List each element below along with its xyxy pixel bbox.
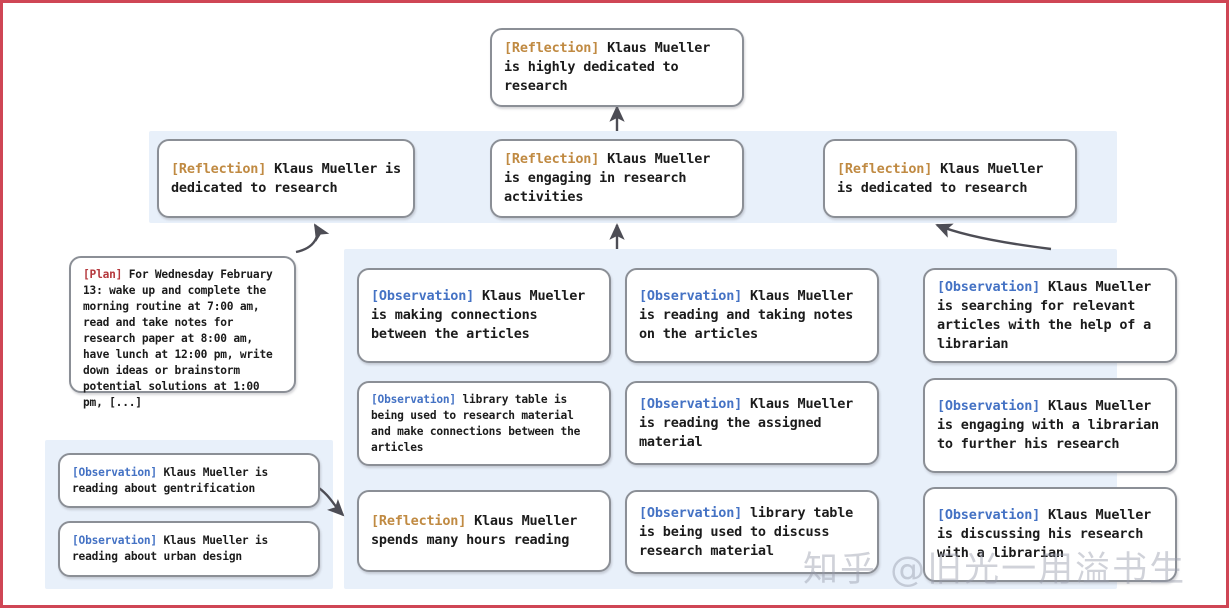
reflection-tag: [Reflection] — [504, 40, 600, 56]
observation-tag: [Observation] — [937, 507, 1041, 523]
reflection-tag: [Reflection] — [837, 160, 933, 177]
observation-tag: [Observation] — [639, 288, 743, 304]
node-text: [Observation] Klaus Mueller is searching… — [937, 278, 1163, 354]
observation-tag: [Observation] — [371, 288, 475, 304]
node-observation-gentrification[interactable]: [Observation] Klaus Mueller is reading a… — [58, 453, 320, 508]
observation-tag: [Observation] — [72, 534, 157, 547]
node-observation-assigned-material[interactable]: [Observation] Klaus Mueller is reading t… — [625, 381, 879, 465]
node-text: [Observation] Klaus Mueller is discussin… — [937, 506, 1163, 563]
node-body: Klaus Mueller spends many hours reading — [371, 513, 586, 548]
observation-tag: [Observation] — [639, 395, 743, 412]
node-body: library table is being used to discuss r… — [639, 504, 861, 559]
observation-tag: [Observation] — [937, 398, 1041, 414]
node-observation-discussing-librarian[interactable]: [Observation] Klaus Mueller is discussin… — [923, 487, 1177, 582]
node-reflection-engaging-center[interactable]: [Reflection] Klaus Mueller is engaging i… — [490, 139, 744, 218]
node-text: [Observation] Klaus Mueller is reading t… — [639, 395, 865, 452]
node-observation-library-table-discuss[interactable]: [Observation] library table is being use… — [625, 490, 879, 574]
node-text: [Reflection] Klaus Mueller is dedicated … — [837, 160, 1063, 198]
observation-tag: [Observation] — [371, 392, 456, 406]
node-body: Klaus Mueller is searching for relevant … — [937, 278, 1159, 352]
observation-tag: [Observation] — [937, 278, 1041, 295]
node-observation-library-table-connections[interactable]: [Observation] library table is being use… — [357, 381, 611, 466]
node-text: [Observation] Klaus Mueller is making co… — [371, 287, 597, 344]
node-body: For Wednesday February 13: wake up and c… — [83, 268, 280, 409]
reflection-tag: [Reflection] — [371, 513, 467, 529]
node-observation-reading-taking-notes[interactable]: [Observation] Klaus Mueller is reading a… — [625, 268, 879, 363]
node-text: [Observation] Klaus Mueller is reading a… — [72, 533, 306, 565]
node-body: Klaus Mueller is making connections betw… — [371, 288, 593, 342]
node-observation-searching-articles[interactable]: [Observation] Klaus Mueller is searching… — [923, 268, 1177, 363]
node-body: Klaus Mueller is engaging in research ac… — [504, 151, 719, 205]
node-text: [Reflection] Klaus Mueller is highly ded… — [504, 39, 730, 96]
node-reflection-dedicated-right[interactable]: [Reflection] Klaus Mueller is dedicated … — [823, 139, 1077, 218]
node-text: [Plan] For Wednesday February 13: wake u… — [83, 267, 282, 411]
node-root-reflection[interactable]: [Reflection] Klaus Mueller is highly ded… — [490, 28, 744, 107]
node-text: [Reflection] Klaus Mueller spends many h… — [371, 512, 597, 550]
node-body: Klaus Mueller is reading about gentrific… — [72, 465, 275, 495]
observation-tag: [Observation] — [72, 465, 157, 479]
node-text: [Observation] Klaus Mueller is reading a… — [639, 287, 865, 344]
node-body: Klaus Mueller is dedicated to research — [171, 160, 409, 196]
node-text: [Observation] Klaus Mueller is reading a… — [72, 465, 306, 497]
reflection-tag: [Reflection] — [504, 151, 600, 167]
node-body: library table is being used to research … — [371, 392, 587, 454]
node-plan[interactable]: [Plan] For Wednesday February 13: wake u… — [69, 256, 296, 409]
node-body: Klaus Mueller is dedicated to research — [837, 160, 1052, 196]
node-observation-engaging-librarian[interactable]: [Observation] Klaus Mueller is engaging … — [923, 378, 1177, 473]
plan-tag: [Plan] — [83, 268, 123, 281]
node-body: Klaus Mueller is reading and taking note… — [639, 288, 861, 342]
node-reflection-hours-reading[interactable]: [Reflection] Klaus Mueller spends many h… — [357, 490, 611, 572]
node-text: [Observation] library table is being use… — [639, 504, 865, 561]
node-body: Klaus Mueller is reading the assigned ma… — [639, 395, 861, 450]
node-text: [Observation] library table is being use… — [371, 392, 597, 456]
reflection-tag: [Reflection] — [171, 160, 267, 177]
node-body: Klaus Mueller is highly dedicated to res… — [504, 40, 719, 94]
node-text: [Reflection] Klaus Mueller is engaging i… — [504, 150, 730, 207]
node-text: [Reflection] Klaus Mueller is dedicated … — [171, 160, 401, 198]
node-reflection-dedicated-left[interactable]: [Reflection] Klaus Mueller is dedicated … — [157, 139, 415, 218]
node-body: Klaus Mueller is discussing his research… — [937, 507, 1159, 561]
node-body: Klaus Mueller is engaging with a librari… — [937, 398, 1167, 452]
node-observation-urban-design[interactable]: [Observation] Klaus Mueller is reading a… — [58, 521, 320, 577]
node-observation-making-connections[interactable]: [Observation] Klaus Mueller is making co… — [357, 268, 611, 363]
observation-tag: [Observation] — [639, 504, 743, 521]
node-body: Klaus Mueller is reading about urban des… — [72, 534, 275, 563]
node-text: [Observation] Klaus Mueller is engaging … — [937, 397, 1163, 454]
